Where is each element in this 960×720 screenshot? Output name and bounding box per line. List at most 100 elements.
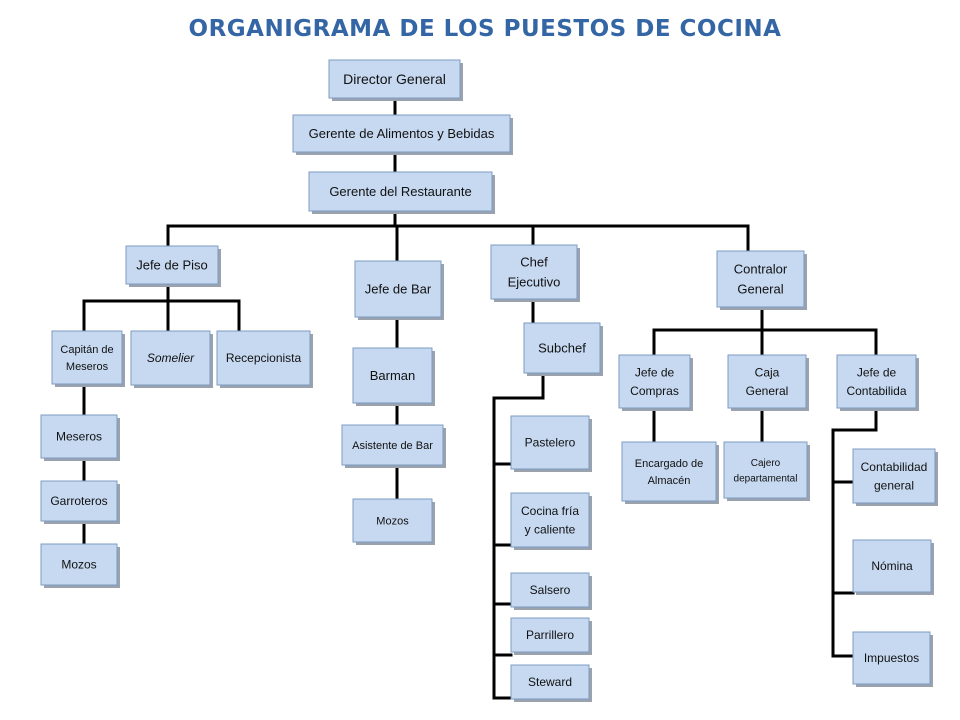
node-pastelero: Pastelero	[510, 415, 592, 472]
node-label: Caja	[755, 365, 780, 379]
node-nomina: Nómina	[852, 539, 934, 595]
node-label: Compras	[630, 384, 679, 398]
node-box	[510, 664, 590, 700]
node-box	[216, 330, 311, 386]
node-label: Encargado de	[635, 458, 704, 470]
node-label: Barman	[370, 368, 416, 383]
node-director: Director General	[328, 59, 463, 101]
node-steward: Steward	[510, 664, 592, 702]
node-garroteros: Garroteros	[40, 480, 120, 524]
node-box	[510, 572, 590, 608]
node-salsero: Salsero	[510, 572, 592, 610]
node-box	[308, 171, 493, 212]
node-label: Jefe de Bar	[365, 282, 432, 297]
node-barman: Barman	[352, 347, 435, 406]
node-capitan: Capitán de Meseros	[51, 330, 125, 387]
node-label: Asistente de Bar	[352, 440, 433, 452]
node-gerente-rest: Gerente del Restaurante	[308, 171, 495, 214]
node-mozos1: Mozos	[40, 543, 120, 588]
node-encargado: Encargado de Almacén	[621, 441, 719, 504]
node-jefe-conta: Jefe de Contabilida	[836, 354, 919, 411]
node-label: y caliente	[525, 523, 576, 537]
node-label: Subchef	[538, 341, 586, 356]
node-box	[510, 415, 590, 470]
node-label: Jefe de	[857, 365, 897, 379]
node-box	[716, 250, 805, 308]
node-impuestos: Impuestos	[852, 631, 933, 687]
node-label: Recepcionista	[226, 351, 302, 365]
node-label: departamental	[734, 473, 798, 484]
node-box	[125, 245, 219, 285]
node-box	[727, 354, 807, 409]
node-box	[328, 59, 461, 99]
node-label: Pastelero	[525, 436, 576, 450]
node-parrillero: Parrillero	[510, 617, 592, 655]
node-label: Contralor	[734, 261, 788, 276]
node-box	[341, 424, 444, 466]
node-label: Ejecutivo	[508, 275, 561, 290]
node-label: Capitán de	[60, 344, 113, 356]
node-cocina: Cocina fría y caliente	[510, 492, 592, 550]
node-meseros: Meseros	[40, 414, 120, 461]
node-box	[852, 448, 936, 504]
node-box	[836, 354, 917, 409]
node-label: Contabilidad	[861, 460, 928, 474]
node-label: Director General	[343, 71, 446, 87]
node-box	[490, 244, 578, 300]
node-label: Parrillero	[526, 628, 574, 642]
node-somelier: Somelier	[130, 330, 213, 388]
node-asistente-bar: Asistente de Bar	[341, 424, 446, 468]
node-jefe-bar: Jefe de Bar	[354, 260, 444, 320]
node-label: Steward	[528, 675, 572, 689]
node-label: Mozos	[61, 558, 96, 572]
node-subchef: Subchef	[523, 322, 603, 376]
node-jefe-piso: Jefe de Piso	[125, 245, 221, 287]
node-box	[852, 631, 931, 685]
node-mozos2: Mozos	[352, 498, 435, 545]
node-box	[852, 539, 932, 593]
node-label: Contabilida	[846, 384, 906, 398]
node-box	[523, 322, 601, 374]
node-box	[292, 114, 511, 153]
node-label: Impuestos	[864, 651, 919, 665]
node-label: Somelier	[147, 351, 195, 365]
node-label: Gerente del Restaurante	[329, 184, 471, 199]
page-title: ORGANIGRAMA DE LOS PUESTOS DE COCINA	[188, 16, 782, 42]
node-label: Chef	[520, 254, 548, 269]
node-label: general	[874, 479, 914, 493]
node-box	[510, 492, 590, 548]
node-label: Meseros	[66, 361, 109, 373]
node-box	[40, 480, 118, 522]
node-box	[40, 543, 118, 586]
node-box	[130, 330, 211, 386]
node-box	[354, 260, 442, 318]
node-label: Cocina fría	[521, 504, 579, 518]
node-jefe-compras: Jefe de Compras	[618, 354, 693, 411]
node-label: Mozos	[376, 515, 409, 527]
node-label: Salsero	[530, 583, 571, 597]
node-box	[352, 347, 433, 404]
node-box	[510, 617, 590, 653]
node-label: Jefe de Piso	[136, 258, 208, 273]
node-box	[618, 354, 691, 409]
node-recepcionista: Recepcionista	[216, 330, 313, 388]
node-box	[40, 414, 118, 459]
node-label: Nómina	[871, 559, 913, 573]
node-label: Meseros	[56, 430, 102, 444]
node-box	[352, 498, 433, 543]
node-label: Almacén	[648, 475, 691, 487]
node-box	[621, 441, 717, 502]
node-label: General	[746, 384, 789, 398]
node-label: Jefe de	[635, 365, 675, 379]
node-label: General	[737, 282, 783, 297]
node-label: Garroteros	[50, 494, 107, 508]
node-label: Gerente de Alimentos y Bebidas	[309, 126, 495, 141]
node-gerente-ab: Gerente de Alimentos y Bebidas	[292, 114, 513, 155]
node-conta-general: Contabilidad general	[852, 448, 938, 506]
node-box	[51, 330, 123, 385]
